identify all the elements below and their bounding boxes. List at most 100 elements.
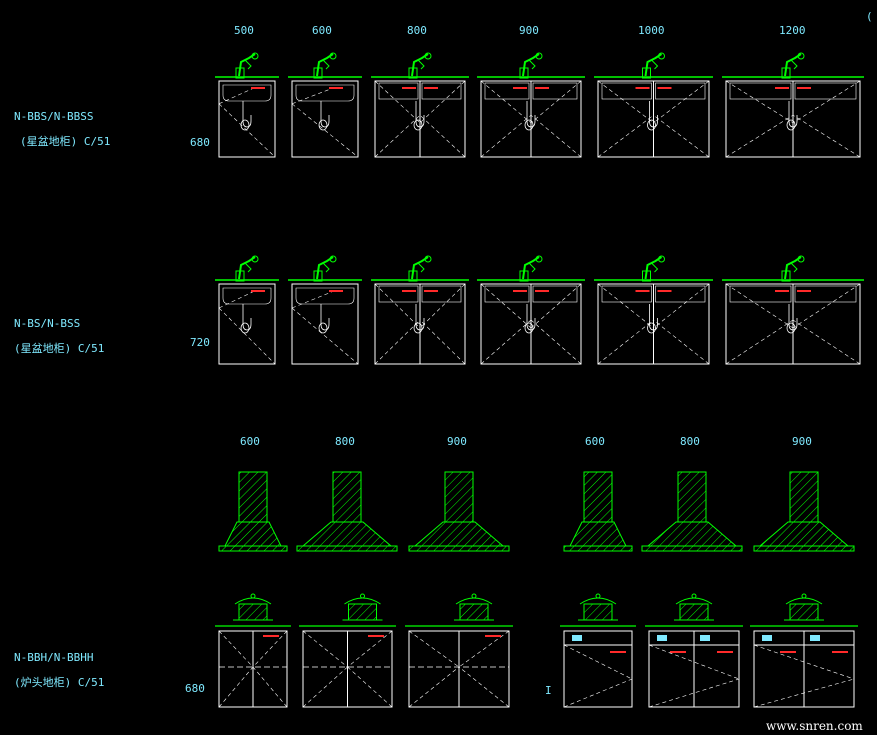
drawer-tag (657, 635, 667, 641)
dimension-mark (251, 87, 265, 89)
sink-cabinet (215, 52, 279, 158)
width-label: 900 (447, 435, 467, 448)
range-hood (218, 471, 288, 552)
sink-cabinets-row1 (215, 52, 864, 158)
width-label: 800 (335, 435, 355, 448)
pot-icon (342, 593, 383, 621)
faucet-icon (642, 52, 665, 79)
dimension-mark (635, 290, 650, 292)
group-extra-mark-bbh: I (545, 684, 552, 697)
group-height-bbh: 680 (185, 682, 205, 695)
faucet-icon (313, 52, 337, 79)
range-hood (753, 471, 855, 552)
width-label: 800 (407, 24, 427, 37)
cabinet-outline (563, 630, 633, 708)
group-code-bbs: N-BBS/N-BBSS (14, 110, 93, 123)
pot-icon (784, 593, 824, 621)
dimension-mark (263, 635, 279, 637)
faucet-icon (642, 255, 665, 282)
width-label: 900 (792, 435, 812, 448)
hood-base (218, 545, 288, 552)
dimension-mark (368, 635, 384, 637)
corner-mark: ( (866, 10, 873, 23)
dimension-mark (535, 290, 549, 292)
hood-base (641, 545, 743, 552)
dimension-mark (251, 290, 265, 292)
faucet-icon (519, 52, 543, 79)
group-code-bbh: N-BBH/N-BBHH (14, 651, 93, 664)
dimension-mark (635, 87, 650, 89)
range-hood (641, 471, 743, 552)
faucet-icon (235, 52, 259, 79)
dimension-mark (402, 290, 416, 292)
sink-cabinet (288, 52, 362, 158)
hood-canopy (758, 521, 850, 547)
sink-cabinet (371, 52, 469, 158)
group-desc-bbh: (炉头地柜) C/51 (14, 676, 104, 689)
width-label: 900 (519, 24, 539, 37)
cabinet-outline (291, 80, 359, 158)
dimension-mark (329, 290, 343, 292)
dimension-mark (775, 87, 789, 89)
stove-cabinet (750, 593, 858, 708)
drawer-tag (572, 635, 582, 641)
hood-chimney (789, 471, 819, 523)
stove-cabinets (215, 593, 858, 708)
drawer-tag (762, 635, 772, 641)
range-hoods (218, 471, 855, 552)
faucet-icon (408, 255, 432, 282)
sink-cabinet (215, 255, 279, 365)
stove-cabinet (215, 593, 291, 708)
dimension-mark (485, 635, 501, 637)
range-hood (408, 471, 510, 552)
pot-icon (454, 593, 494, 621)
sink-cabinet (722, 52, 864, 158)
stove-cabinet (299, 593, 396, 708)
dimension-mark (424, 87, 438, 89)
width-label: 600 (585, 435, 605, 448)
stove-cabinet (645, 593, 743, 708)
width-label: 600 (312, 24, 332, 37)
width-label: 600 (240, 435, 260, 448)
width-label: 1000 (638, 24, 665, 37)
sink-cabinet (477, 255, 585, 365)
dimension-mark (610, 651, 626, 653)
dimension-mark (775, 290, 789, 292)
faucet-icon (781, 52, 805, 79)
hood-width-labels: 600 800 900 600 800 900 (240, 435, 812, 448)
sink-cabinet (477, 52, 585, 158)
hood-chimney (444, 471, 474, 523)
dimension-mark (513, 290, 527, 292)
sink-cabinet (594, 255, 713, 365)
width-label: 800 (680, 435, 700, 448)
stove-cabinet (560, 593, 636, 708)
sink-width-labels-row1: 500 600 800 900 1000 1200 (234, 24, 806, 37)
stove-cabinet (405, 593, 513, 708)
range-hood (563, 471, 633, 552)
dimension-mark (797, 87, 811, 89)
sink-cabinet (594, 52, 713, 158)
hood-chimney (677, 471, 707, 523)
watermark: www.snren.com (766, 719, 863, 733)
width-label: 500 (234, 24, 254, 37)
dimension-mark (513, 87, 527, 89)
cabinet-outline (218, 80, 276, 158)
cabinet-outline (218, 283, 276, 365)
hood-chimney (583, 471, 613, 523)
hood-chimney (238, 471, 268, 523)
pot-icon (674, 593, 714, 621)
hood-base (753, 545, 855, 552)
hood-canopy (224, 521, 282, 547)
dimension-mark (657, 290, 672, 292)
dimension-mark (780, 651, 796, 653)
group-code-bs: N-BS/N-BSS (14, 317, 80, 330)
hood-base (563, 545, 633, 552)
dimension-mark (797, 290, 811, 292)
dimension-mark (657, 87, 672, 89)
hood-base (408, 545, 510, 552)
dimension-mark (424, 290, 438, 292)
faucet-icon (519, 255, 543, 282)
faucet-icon (781, 255, 805, 282)
sink-cabinet (722, 255, 864, 365)
